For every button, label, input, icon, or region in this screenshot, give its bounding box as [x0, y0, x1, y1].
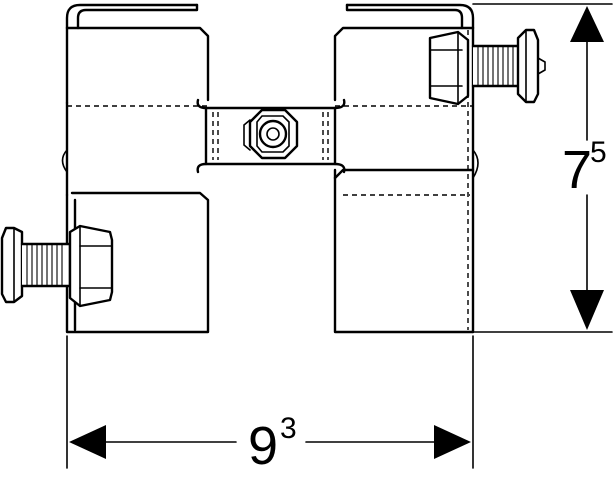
height-arrow-bottom — [570, 290, 604, 330]
height-dimension-value: 7 — [562, 140, 592, 200]
center-clamp-band — [196, 98, 346, 174]
left-bracket — [61, 3, 210, 334]
right-bolt — [428, 28, 546, 106]
width-arrow-left — [69, 425, 106, 459]
width-arrow-right — [434, 425, 471, 459]
center-hex-nut — [243, 108, 299, 160]
width-dimension-value: 9 — [248, 416, 278, 476]
height-dimension: 7 5 — [472, 3, 613, 333]
left-bolt — [0, 224, 114, 308]
width-dimension: 9 3 — [66, 335, 474, 476]
height-arrow-top — [570, 6, 604, 42]
height-dimension-superscript: 5 — [590, 136, 607, 169]
width-dimension-superscript: 3 — [280, 412, 297, 445]
